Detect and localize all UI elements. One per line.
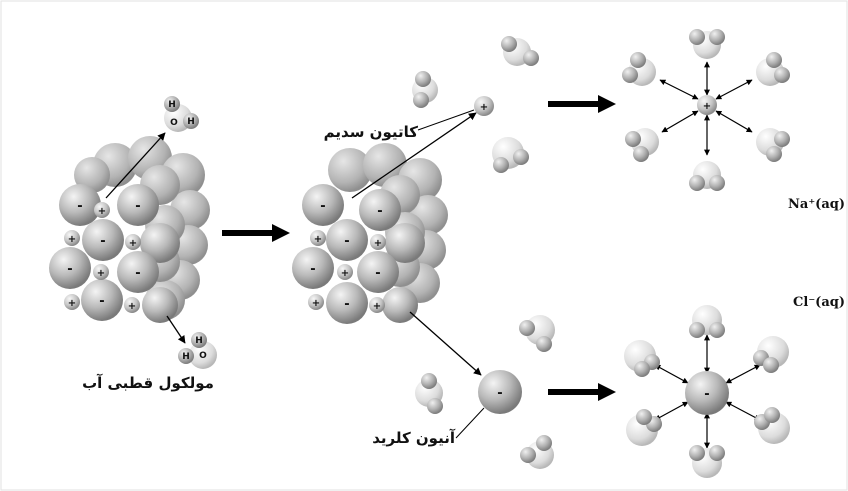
water-molecule-labeled-top: H O H: [164, 96, 199, 132]
minus-sign: -: [344, 234, 349, 249]
process-arrow-3: [548, 383, 616, 401]
plus-sign: +: [373, 301, 381, 312]
water-molecule-label: مولکول قطبی آب: [82, 374, 214, 392]
plus-sign: +: [374, 238, 382, 249]
plus-sign: +: [98, 206, 106, 217]
arrow-to-anion: [409, 311, 482, 376]
plus-sign: +: [312, 298, 320, 309]
arrow-to-cation: [351, 112, 477, 199]
chloride-aq-label: Cl⁻(aq): [793, 295, 845, 310]
nacl-crystal-left: - - - - - - + + + + + +: [49, 136, 210, 323]
sodium-cation-label: کاتیون سدیم: [324, 123, 419, 141]
hydrogen-label: H: [195, 336, 203, 346]
water-molecule-labeled-bottom: H O H: [178, 332, 217, 369]
minus-sign: -: [310, 262, 315, 277]
minus-sign: -: [99, 294, 104, 309]
minus-sign: -: [67, 262, 72, 277]
plus-sign: +: [341, 268, 349, 279]
sodium-cation: +: [474, 96, 494, 116]
plus-sign: +: [68, 234, 76, 245]
minus-sign: -: [100, 234, 105, 249]
plus-sign: +: [314, 234, 322, 245]
hydrogen-label: H: [187, 117, 195, 127]
minus-sign: -: [375, 266, 380, 281]
minus-sign: -: [497, 386, 502, 401]
minus-sign: -: [377, 204, 382, 219]
chloride-anion-label: آنیون کلرید: [372, 429, 456, 447]
hydrated-sodium-ion: +: [622, 29, 790, 191]
hydrogen-label: H: [182, 352, 190, 362]
minus-sign: -: [704, 387, 709, 402]
sodium-aq-label: Na⁺(aq): [788, 197, 845, 212]
cation-leader-line: [417, 109, 475, 131]
plus-sign: +: [703, 101, 711, 112]
hydrogen-label: H: [168, 100, 176, 110]
minus-sign: -: [77, 199, 82, 214]
minus-sign: -: [320, 199, 325, 214]
minus-sign: -: [344, 297, 349, 312]
oxygen-label: O: [170, 118, 178, 128]
minus-sign: -: [135, 199, 140, 214]
process-arrow-2: [548, 95, 616, 113]
arrow-to-water-top: [105, 132, 166, 199]
free-water-molecules: [412, 36, 555, 469]
minus-sign: -: [135, 266, 140, 281]
arrow-to-water-bottom: [166, 315, 186, 344]
oxygen-label: O: [199, 351, 207, 361]
plus-sign: +: [480, 102, 488, 113]
process-arrow-1: [222, 224, 290, 242]
plus-sign: +: [97, 268, 105, 279]
hydrated-chloride-ion: -: [624, 305, 790, 478]
chloride-anion: -: [478, 370, 522, 414]
plus-sign: +: [129, 238, 137, 249]
anion-leader-line: [455, 407, 485, 439]
plus-sign: +: [68, 298, 76, 309]
nacl-crystal-middle: - - - - - - + + + + +: [292, 143, 448, 324]
plus-sign: +: [128, 301, 136, 312]
